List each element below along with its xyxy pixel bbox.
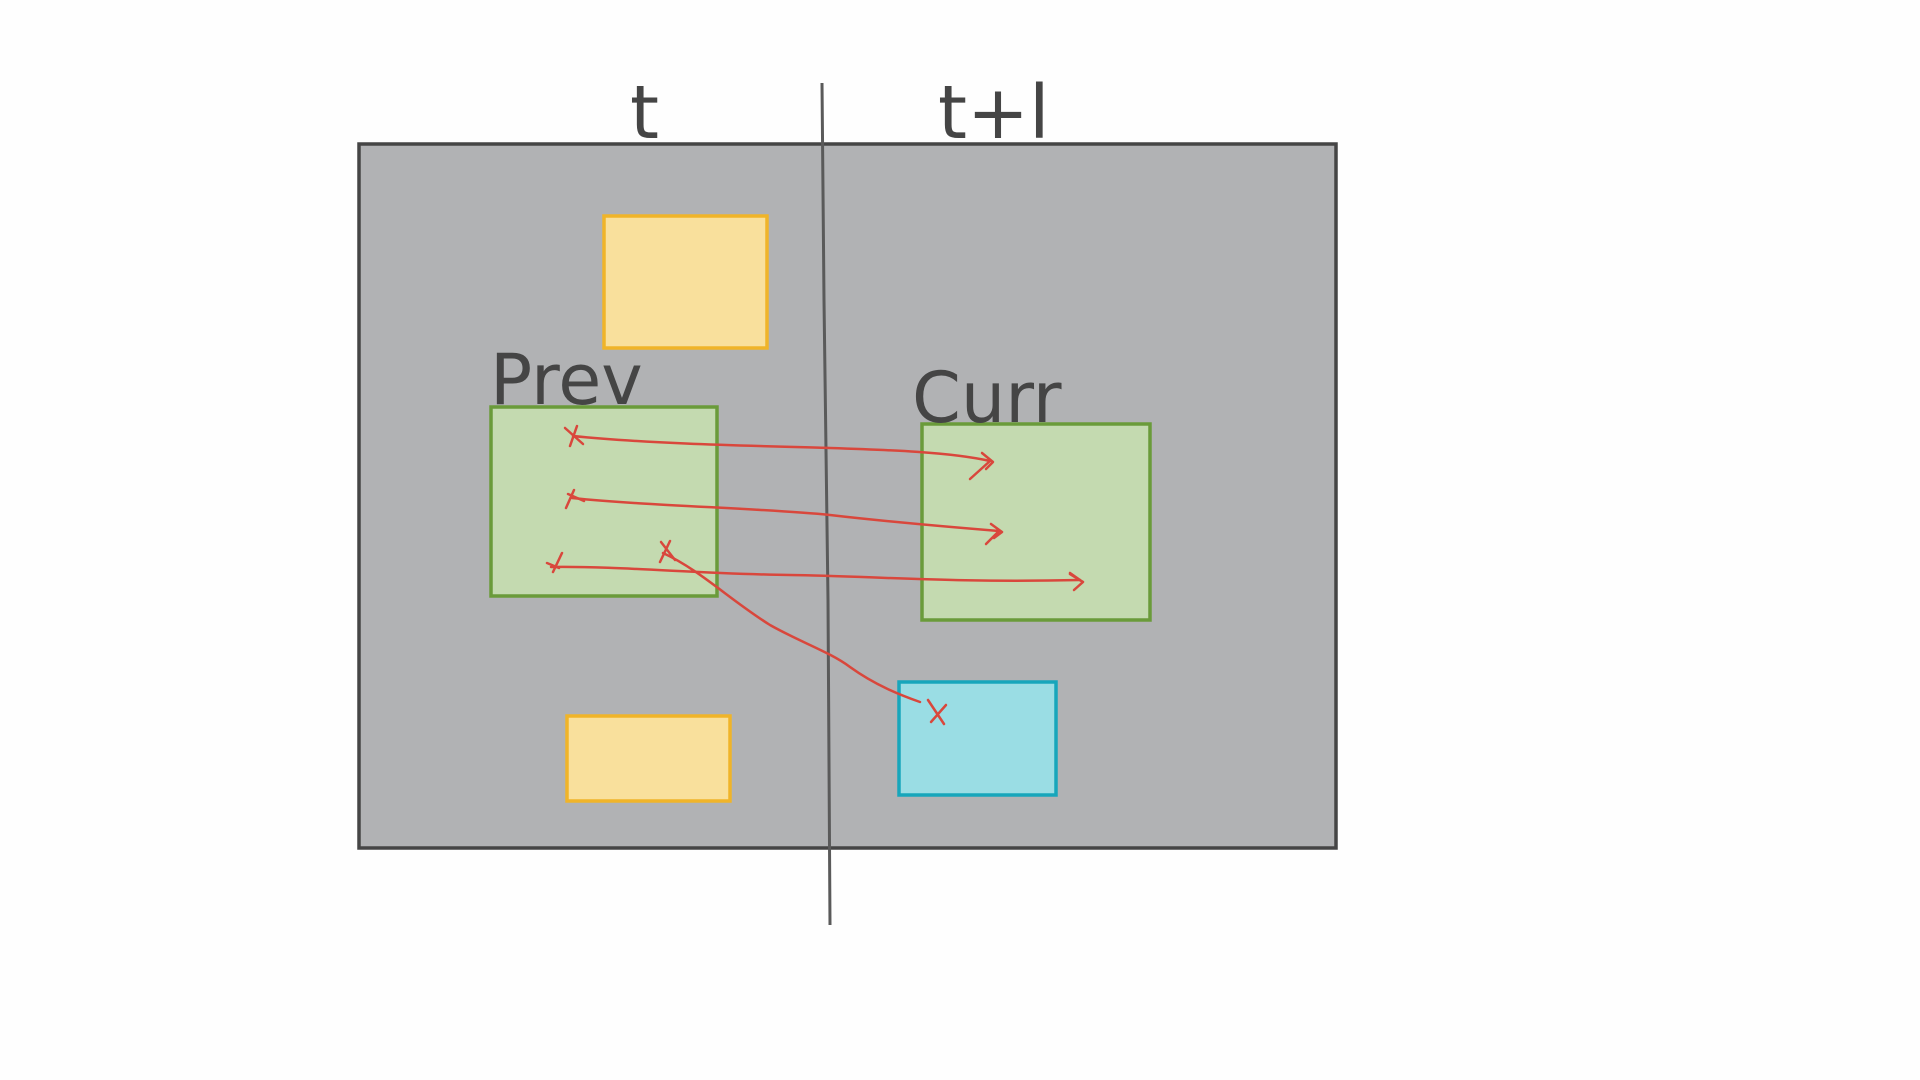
label-curr: Curr: [912, 357, 1062, 439]
tracks: [545, 424, 1085, 726]
track-4: [661, 551, 922, 704]
track-4-end-mark: [926, 698, 948, 726]
yellow-box-bottom: [565, 714, 732, 803]
curr-box: [920, 422, 1152, 622]
track-2-start-mark: [564, 488, 586, 510]
track-1-start-mark: [563, 424, 585, 448]
track-1-arrowhead: [968, 451, 995, 481]
track-2: [570, 496, 1001, 533]
label-time-t-plus-l: t+l: [938, 70, 1050, 156]
track-1: [571, 434, 992, 463]
track-2-arrowhead: [984, 522, 1004, 546]
track-4-start-mark: [658, 539, 677, 564]
yellow-box-top: [602, 214, 769, 350]
track-3-arrowhead: [1068, 571, 1085, 592]
track-3: [549, 565, 1082, 582]
blue-box: [897, 680, 1058, 797]
time-divider: [820, 82, 832, 926]
label-prev: Prev: [490, 339, 643, 421]
track-3-start-mark: [545, 551, 564, 574]
label-time-t: t: [630, 70, 659, 156]
